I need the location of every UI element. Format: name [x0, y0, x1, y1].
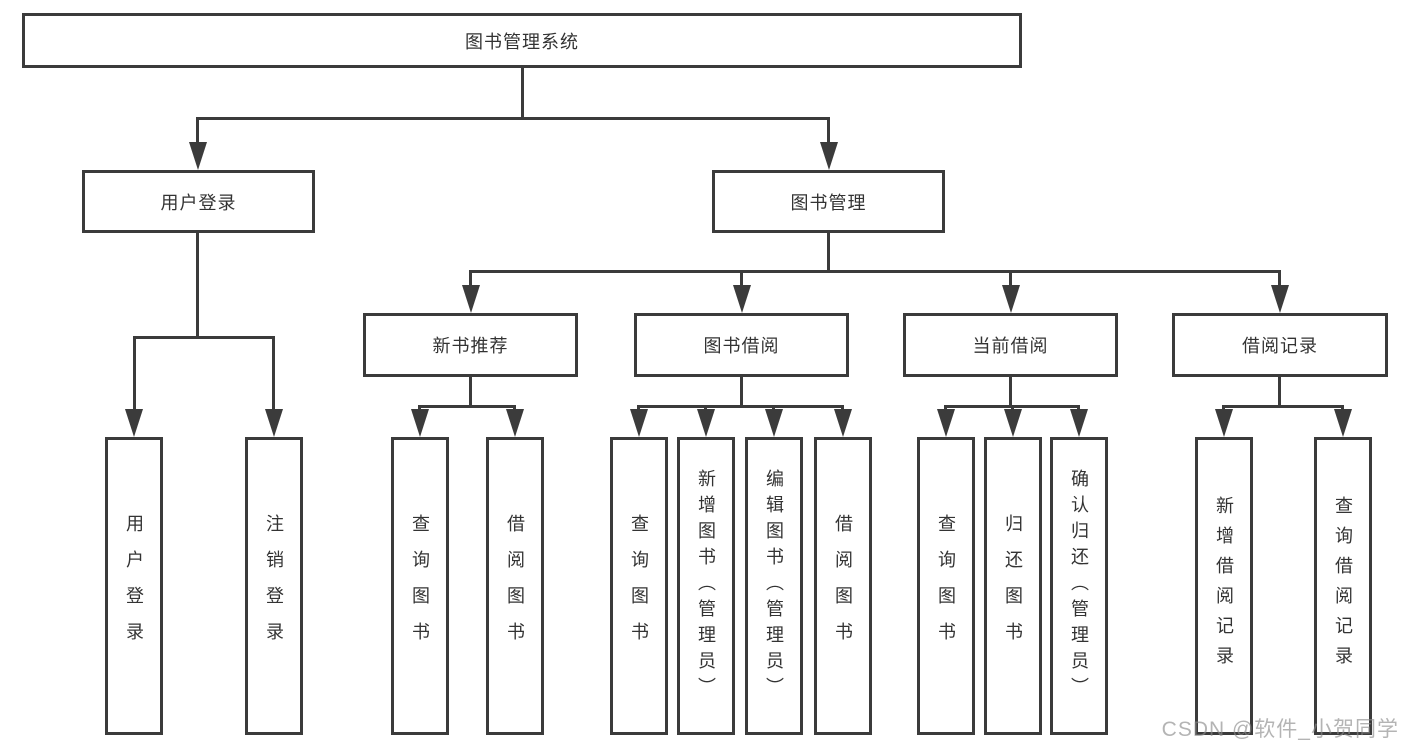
connector-book-borrow-hline: [637, 405, 843, 408]
node-book-borrow-label: 图书借阅: [703, 336, 780, 356]
node-user-login: 用户登录: [82, 170, 315, 233]
leaf-edit-book-admin-label: 编辑图书（管理员）: [764, 469, 784, 703]
connector-leaf-logout-drop: [272, 336, 275, 412]
arrow-new-book-recommend: [462, 285, 480, 313]
leaf-edit-book-admin: 编辑图书（管理员）: [745, 437, 803, 735]
leaf-return-book-label: 归还图书: [1003, 514, 1023, 658]
leaf-add-book-admin: 新增图书（管理员）: [677, 437, 735, 735]
connector-level2-hline: [196, 117, 830, 120]
arrow-leaf-query-record: [1334, 409, 1352, 437]
connector-new-book-recommend-hline: [418, 405, 515, 408]
arrow-leaf-query-current: [937, 409, 955, 437]
arrow-leaf-user-login: [125, 409, 143, 437]
leaf-query-books-recommend: 查询图书: [391, 437, 449, 735]
connector-level3-hline: [469, 270, 1280, 273]
arrow-book-borrow: [733, 285, 751, 313]
leaf-user-login: 用户登录: [105, 437, 163, 735]
leaf-add-borrow-record: 新增借阅记录: [1195, 437, 1253, 735]
connector-current-borrow-drop: [1009, 270, 1012, 288]
node-book-management-label: 图书管理: [790, 192, 867, 213]
connector-book-borrow-drop: [740, 270, 743, 288]
arrow-current-borrow: [1002, 285, 1020, 313]
node-borrow-records-label: 借阅记录: [1242, 336, 1318, 356]
connector-new-book-recommend-stub: [469, 376, 472, 408]
node-new-book-recommend-label: 新书推荐: [432, 336, 509, 356]
leaf-borrow-books-recommend-label: 借阅图书: [505, 514, 525, 658]
leaf-query-books-borrow: 查询图书: [610, 437, 668, 735]
leaf-add-borrow-record-label: 新增借阅记录: [1214, 496, 1234, 676]
node-user-login-label: 用户登录: [160, 192, 237, 213]
connector-borrow-records-drop: [1278, 270, 1281, 288]
watermark: CSDN @软件_小贺同学: [1161, 718, 1399, 741]
leaf-borrow-books-recommend: 借阅图书: [486, 437, 544, 735]
node-current-borrow-label: 当前借阅: [972, 336, 1049, 356]
arrow-leaf-return-book: [1004, 409, 1022, 437]
arrow-user-login: [189, 142, 207, 170]
arrow-leaf-add-book: [697, 409, 715, 437]
arrow-leaf-add-record: [1215, 409, 1233, 437]
leaf-confirm-return-admin-label: 确认归还（管理员）: [1069, 469, 1089, 703]
node-borrow-records: 借阅记录: [1172, 313, 1388, 377]
connector-root-stub: [521, 66, 524, 119]
leaf-logout: 注销登录: [245, 437, 303, 735]
arrow-book-management: [820, 142, 838, 170]
leaf-confirm-return-admin: 确认归还（管理员）: [1050, 437, 1108, 735]
connector-new-book-recommend-drop: [469, 270, 472, 288]
arrow-leaf-query-recommend: [411, 409, 429, 437]
connector-borrow-records-stub: [1278, 376, 1281, 408]
node-book-borrow: 图书借阅: [634, 313, 849, 377]
connector-borrow-records-hline: [1222, 405, 1343, 408]
arrow-leaf-logout: [265, 409, 283, 437]
leaf-logout-label: 注销登录: [264, 514, 284, 658]
connector-user-login-hline: [133, 336, 274, 339]
connector-user-login-drop: [196, 117, 199, 145]
node-root: 图书管理系统: [22, 13, 1022, 68]
leaf-query-books-current-label: 查询图书: [936, 514, 956, 658]
leaf-return-book: 归还图书: [984, 437, 1042, 735]
node-new-book-recommend: 新书推荐: [363, 313, 578, 377]
leaf-add-book-admin-label: 新增图书（管理员）: [696, 469, 716, 703]
leaf-query-books-recommend-label: 查询图书: [410, 514, 430, 658]
leaf-query-borrow-record: 查询借阅记录: [1314, 437, 1372, 735]
connector-book-borrow-stub: [740, 376, 743, 408]
node-root-label: 图书管理系统: [465, 31, 579, 52]
connector-book-management-drop: [827, 117, 830, 145]
leaf-user-login-label: 用户登录: [124, 514, 144, 658]
connector-leaf-user-login-drop: [133, 336, 136, 412]
arrow-leaf-query-borrow: [630, 409, 648, 437]
leaf-query-books-borrow-label: 查询图书: [629, 514, 649, 658]
connector-book-management-stub: [827, 233, 830, 272]
leaf-borrow-books: 借阅图书: [814, 437, 872, 735]
arrow-leaf-confirm-return: [1070, 409, 1088, 437]
node-book-management: 图书管理: [712, 170, 945, 233]
arrow-leaf-edit-book: [765, 409, 783, 437]
arrow-borrow-records: [1271, 285, 1289, 313]
node-current-borrow: 当前借阅: [903, 313, 1118, 377]
arrow-leaf-borrow-books: [834, 409, 852, 437]
connector-user-login-stub: [196, 233, 199, 338]
leaf-query-books-current: 查询图书: [917, 437, 975, 735]
leaf-borrow-books-label: 借阅图书: [833, 514, 853, 658]
arrow-leaf-borrow-recommend: [506, 409, 524, 437]
connector-current-borrow-stub: [1009, 376, 1012, 408]
leaf-query-borrow-record-label: 查询借阅记录: [1333, 496, 1353, 676]
